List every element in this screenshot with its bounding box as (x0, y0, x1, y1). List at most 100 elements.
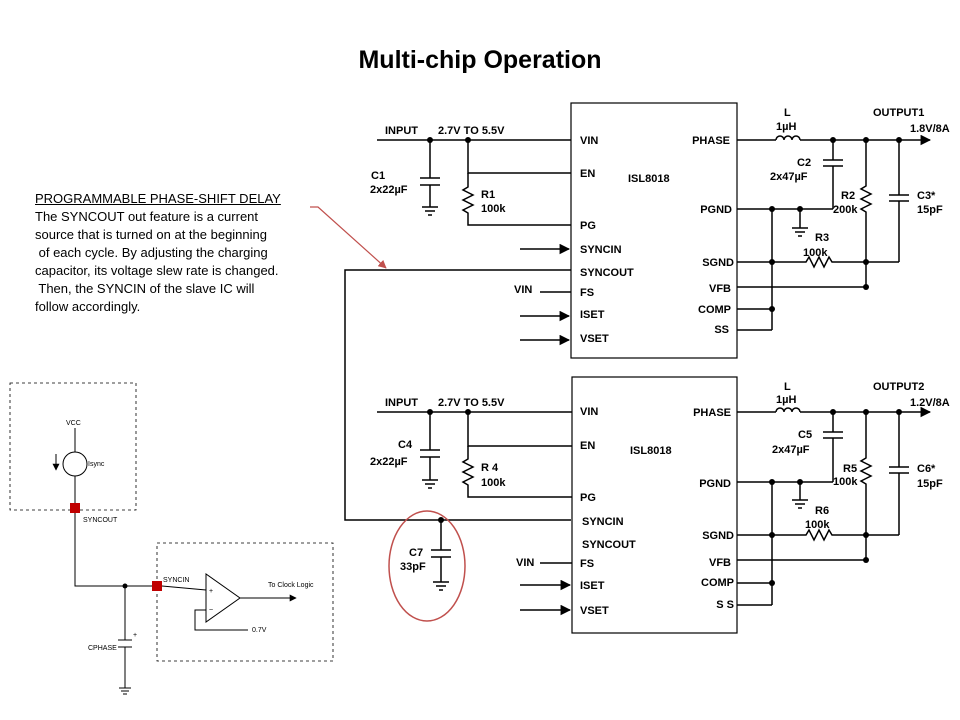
inset-comparator (205, 573, 241, 623)
bottom-pin-pgnd: PGND (699, 478, 731, 490)
bottom-pin-pg: PG (580, 492, 596, 504)
note-line: source that is turned on at the beginnin… (35, 227, 267, 242)
inset-to-clock: To Clock Logic (268, 582, 314, 589)
top-pin-pg: PG (580, 220, 596, 232)
bottom-input-range: 2.7V TO 5.5V (438, 397, 505, 409)
bottom-pin-fs: FS (580, 558, 594, 570)
top-converter: ISL8018 VIN EN PG SYNCIN SYNCOUT FS ISET… (370, 102, 950, 359)
note-line: follow accordingly. (35, 299, 141, 314)
top-c2-value: 2x47µF (770, 171, 808, 183)
top-ic-body (570, 102, 738, 359)
bottom-converter: ISL8018 VIN EN PG SYNCIN SYNCOUT FS ISET… (370, 376, 950, 634)
bottom-pin-comp: COMP (701, 577, 734, 589)
bottom-c6-value: 15pF (917, 478, 943, 490)
inset-syncout-label: SYNCOUT (83, 517, 118, 524)
bottom-pin-en: EN (580, 440, 595, 452)
top-r1-value: 100k (481, 203, 506, 215)
bottom-pin-syncin: SYNCIN (582, 516, 624, 528)
top-pin-ss: SS (714, 324, 729, 336)
inset-plus: + (209, 588, 213, 595)
bottom-r6-value: 100k (805, 519, 830, 531)
bottom-c5-value: 2x47µF (772, 444, 810, 456)
inset-cap-plus: + (133, 632, 137, 639)
top-pin-vset: VSET (580, 333, 609, 345)
sync-link-wire (344, 269, 571, 521)
bottom-c6-name: C6* (917, 463, 936, 475)
inset-minus: ~ (209, 607, 213, 614)
bottom-pin-syncout: SYNCOUT (582, 539, 636, 551)
note-line: capacitor, its voltage slew rate is chan… (35, 263, 279, 278)
slide-title: Multi-chip Operation (358, 46, 602, 74)
inset-syncin-label: SYNCIN (163, 577, 189, 584)
top-pin-vfb: VFB (709, 283, 731, 295)
bottom-output-value: 1.2V/8A (910, 397, 950, 409)
callout-line (310, 206, 387, 269)
bottom-c4-value: 2x22µF (370, 456, 408, 468)
top-pin-syncin: SYNCIN (580, 244, 622, 256)
bottom-input-label: INPUT (385, 397, 418, 409)
top-r2-value: 200k (833, 204, 858, 216)
top-c1-value: 2x22µF (370, 184, 408, 196)
inset-syncout-pin (70, 503, 80, 513)
bottom-c7-name: C7 (409, 547, 423, 559)
top-c3-value: 15pF (917, 204, 943, 216)
top-pin-pgnd: PGND (700, 204, 732, 216)
top-pin-sgnd: SGND (702, 257, 734, 269)
bottom-r5-name: R5 (843, 463, 857, 475)
bottom-pin-sgnd: SGND (702, 530, 734, 542)
top-r1-name: R1 (481, 189, 495, 201)
bottom-l-value: 1µH (776, 394, 796, 406)
bottom-output-label: OUTPUT2 (873, 381, 924, 393)
top-pin-vin: VIN (580, 135, 598, 147)
c7-highlight (388, 510, 466, 622)
top-input-range: 2.7V TO 5.5V (438, 125, 505, 137)
top-l-name: L (784, 107, 791, 119)
top-pin-en: EN (580, 168, 595, 180)
top-r2-name: R2 (841, 190, 855, 202)
bottom-ic-name: ISL8018 (630, 445, 672, 457)
inset-ref-voltage: 0.7V (252, 627, 267, 634)
top-output-value: 1.8V/8A (910, 123, 950, 135)
top-c2-name: C2 (797, 157, 811, 169)
top-ic-name: ISL8018 (628, 173, 670, 185)
top-pin-syncout: SYNCOUT (580, 267, 634, 279)
phase-shift-note: PROGRAMMABLE PHASE-SHIFT DELAY The SYNCO… (35, 190, 345, 316)
inset-vcc: VCC (66, 420, 81, 427)
bottom-c7-value: 33pF (400, 561, 426, 573)
bottom-pin-vin: VIN (580, 406, 598, 418)
bottom-pin-iset: ISET (580, 580, 605, 592)
top-fs-vin: VIN (514, 284, 532, 296)
bottom-pin-ss: S S (716, 599, 734, 611)
bottom-fs-vin: VIN (516, 557, 534, 569)
bottom-r6-name: R6 (815, 505, 829, 517)
bottom-pin-phase: PHASE (693, 407, 731, 419)
bottom-r4-value: 100k (481, 477, 506, 489)
note-line: of each cycle. By adjusting the charging (35, 245, 268, 260)
top-r3-name: R3 (815, 232, 829, 244)
top-c1-name: C1 (371, 170, 385, 182)
bottom-pin-vfb: VFB (709, 557, 731, 569)
top-l-value: 1µH (776, 121, 796, 133)
top-input-label: INPUT (385, 125, 418, 137)
top-output-label: OUTPUT1 (873, 107, 924, 119)
bottom-l-name: L (784, 381, 791, 393)
top-c3-name: C3* (917, 190, 936, 202)
top-pin-comp: COMP (698, 304, 731, 316)
inset-cphase: CPHASE (88, 645, 117, 652)
bottom-ic-body (571, 376, 738, 634)
note-heading: PROGRAMMABLE PHASE-SHIFT DELAY (35, 191, 281, 206)
bottom-pin-vset: VSET (580, 605, 609, 617)
inset-syncin-pin (152, 581, 162, 591)
note-line: The SYNCOUT out feature is a current (35, 209, 259, 224)
bottom-r4-name: R 4 (481, 462, 499, 474)
note-line: Then, the SYNCIN of the slave IC will (35, 281, 255, 296)
top-pin-iset: ISET (580, 309, 605, 321)
top-pin-phase: PHASE (692, 135, 730, 147)
top-r3-value: 100k (803, 247, 828, 259)
bottom-c4-name: C4 (398, 439, 413, 451)
inset-isync: Isync (88, 461, 105, 468)
top-pin-fs: FS (580, 287, 594, 299)
bottom-c5-name: C5 (798, 429, 812, 441)
bottom-r5-value: 100k (833, 476, 858, 488)
